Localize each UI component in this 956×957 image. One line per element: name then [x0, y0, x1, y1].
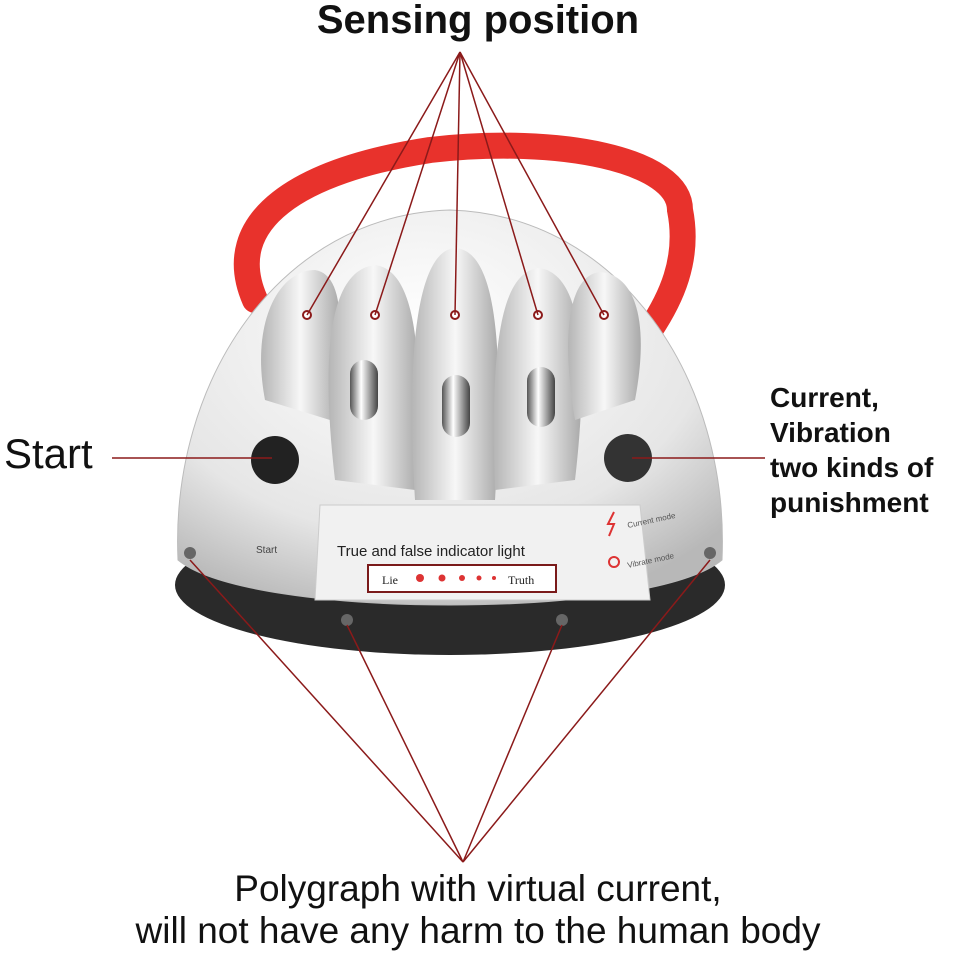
caption-line: Polygraph with virtual current, — [234, 868, 722, 909]
finger-slots — [261, 248, 641, 500]
pointer-lines — [112, 51, 765, 863]
bottom-caption: Polygraph with virtual current, will not… — [0, 868, 956, 952]
vibrate-icon — [608, 556, 620, 568]
caption-line: will not have any harm to the human body — [135, 910, 821, 951]
punishment-line: Current, — [770, 382, 879, 413]
indicator-title: True and false indicator light — [337, 543, 526, 560]
electrodes — [184, 547, 716, 626]
sensing-position-label: Sensing position — [316, 0, 640, 42]
punishment-line: two kinds of — [770, 452, 934, 483]
indicator-lights — [416, 574, 496, 582]
mode-button[interactable] — [604, 434, 652, 482]
punishment-line: punishment — [770, 487, 929, 518]
device-start-text: Start — [256, 545, 277, 556]
truth-text: Truth — [508, 573, 534, 587]
punishment-label: Current, Vibration two kinds of punishme… — [770, 380, 933, 520]
start-button[interactable] — [251, 436, 299, 484]
strap — [233, 132, 696, 343]
lightning-icon — [606, 511, 616, 537]
lie-text: Lie — [382, 573, 398, 587]
start-label: Start — [4, 430, 93, 477]
punishment-line: Vibration — [770, 417, 891, 448]
